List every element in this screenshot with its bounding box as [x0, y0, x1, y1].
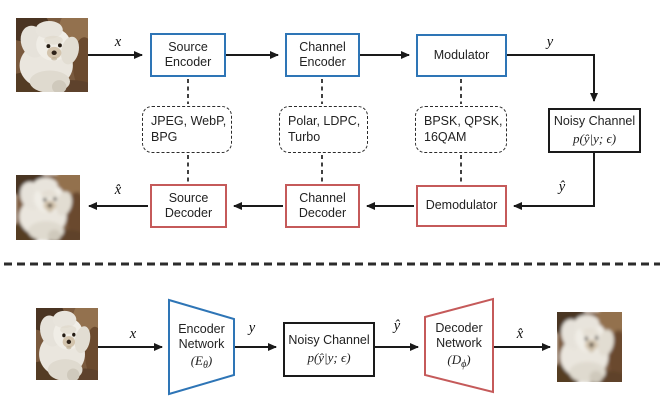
encoder-network-line1: Encoder — [178, 321, 225, 336]
channel-codes-box: Polar, LDPC, Turbo — [279, 106, 368, 153]
y-label-bottom: y — [248, 320, 256, 336]
channel-decoder-box: Channel Decoder — [285, 184, 360, 228]
encoder-network-param: (Eθ) — [190, 353, 213, 372]
x-label-bottom: x — [129, 326, 137, 342]
arrow-noisy-channel-to-demodulator — [513, 153, 595, 210]
y-hat-label-top: ŷ — [558, 179, 566, 195]
input-image-bottom — [36, 308, 98, 380]
reconstructed-image-top — [16, 175, 80, 240]
noisy-channel-box-top: Noisy Channel p(ŷ|y; ϵ) — [548, 108, 641, 153]
noisy-channel-formula-bottom: p(ŷ|y; ϵ) — [307, 349, 351, 365]
decoder-network-param: (Dϕ) — [447, 352, 471, 371]
x-hat-label-top: x̂ — [114, 182, 122, 198]
decoder-network-label: Decoder Network (Dϕ) — [424, 320, 494, 372]
encoder-network-line2: Network — [178, 336, 225, 351]
x-hat-label-bottom: x̂ — [516, 326, 524, 342]
x-label-top: x — [114, 34, 122, 50]
y-hat-label-bottom: ŷ — [393, 318, 401, 334]
decoder-network-line2: Network — [436, 335, 482, 350]
arrow-modulator-to-noisy-channel — [507, 54, 598, 102]
y-label-top: y — [546, 34, 554, 50]
reconstructed-image-bottom — [557, 312, 622, 382]
input-image-top — [16, 18, 88, 92]
source-decoder-box: Source Decoder — [150, 184, 227, 228]
demodulator-box: Demodulator — [416, 185, 507, 227]
noisy-channel-formula-top: p(ŷ|y; ϵ) — [572, 130, 617, 146]
channel-encoder-box: Channel Encoder — [285, 33, 360, 77]
modulator-box: Modulator — [416, 34, 507, 77]
encoder-network-label: Encoder Network (Eθ) — [168, 322, 235, 372]
source-codecs-box: JPEG, WebP, BPG — [142, 106, 232, 153]
noisy-channel-box-bottom: Noisy Channel p(ŷ|y; ϵ) — [283, 322, 375, 377]
modulation-schemes-box: BPSK, QPSK, 16QAM — [415, 106, 507, 153]
noisy-channel-title-top: Noisy Channel — [553, 114, 636, 129]
noisy-channel-title-bottom: Noisy Channel — [288, 333, 370, 348]
decoder-network-line1: Decoder — [435, 320, 483, 335]
source-encoder-box: Source Encoder — [150, 33, 226, 77]
